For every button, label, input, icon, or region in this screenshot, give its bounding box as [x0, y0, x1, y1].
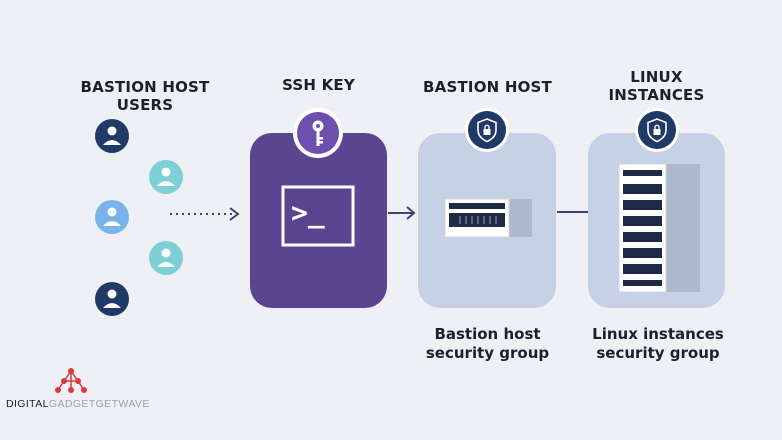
- shield-lock-icon: [635, 108, 679, 152]
- user-avatar-icon: [95, 119, 129, 153]
- server-rack-icon: [618, 163, 700, 293]
- bastion-heading: BASTION HOST: [423, 78, 552, 96]
- linux-caption-line1: Linux instances: [592, 325, 724, 343]
- ssh-key-heading: SSH KEY: [282, 76, 355, 94]
- users-heading-line2: USERS: [116, 96, 174, 114]
- brand-logo-text: DIGITALGADGETGETWAVE: [6, 398, 150, 410]
- terminal-prompt: >_: [291, 196, 325, 229]
- brand-text-part2: GADGETGETWAVE: [48, 398, 150, 410]
- users-heading-line1: BASTION HOST: [80, 78, 210, 96]
- user-avatar-icon: [149, 160, 183, 194]
- linux-caption-line2: security group: [596, 344, 720, 362]
- linux-heading-line2: INSTANCES: [608, 86, 705, 104]
- bastion-caption-line2: security group: [425, 344, 550, 362]
- terminal-icon: [281, 185, 355, 247]
- brand-text-part1: DIGITAL: [6, 398, 49, 410]
- bastion-caption: Bastion host security group: [405, 325, 570, 363]
- network-logo-icon: [55, 368, 87, 393]
- arrow: [388, 206, 416, 220]
- linux-caption: Linux instances security group: [578, 325, 738, 363]
- user-avatar-icon: [95, 282, 129, 316]
- key-icon: [293, 108, 343, 158]
- user-avatar-icon: [149, 241, 183, 275]
- users-heading: BASTION HOST USERS: [60, 78, 230, 114]
- server-rack-icon: [444, 198, 532, 238]
- bastion-caption-line1: Bastion host: [434, 325, 541, 343]
- linux-heading-line1: LINUX: [630, 68, 683, 86]
- shield-lock-icon: [465, 108, 509, 152]
- linux-heading: LINUX INSTANCES: [588, 68, 725, 104]
- dotted-arrow: [170, 207, 240, 221]
- user-avatar-icon: [95, 200, 129, 234]
- ssh-key-box: [250, 133, 387, 308]
